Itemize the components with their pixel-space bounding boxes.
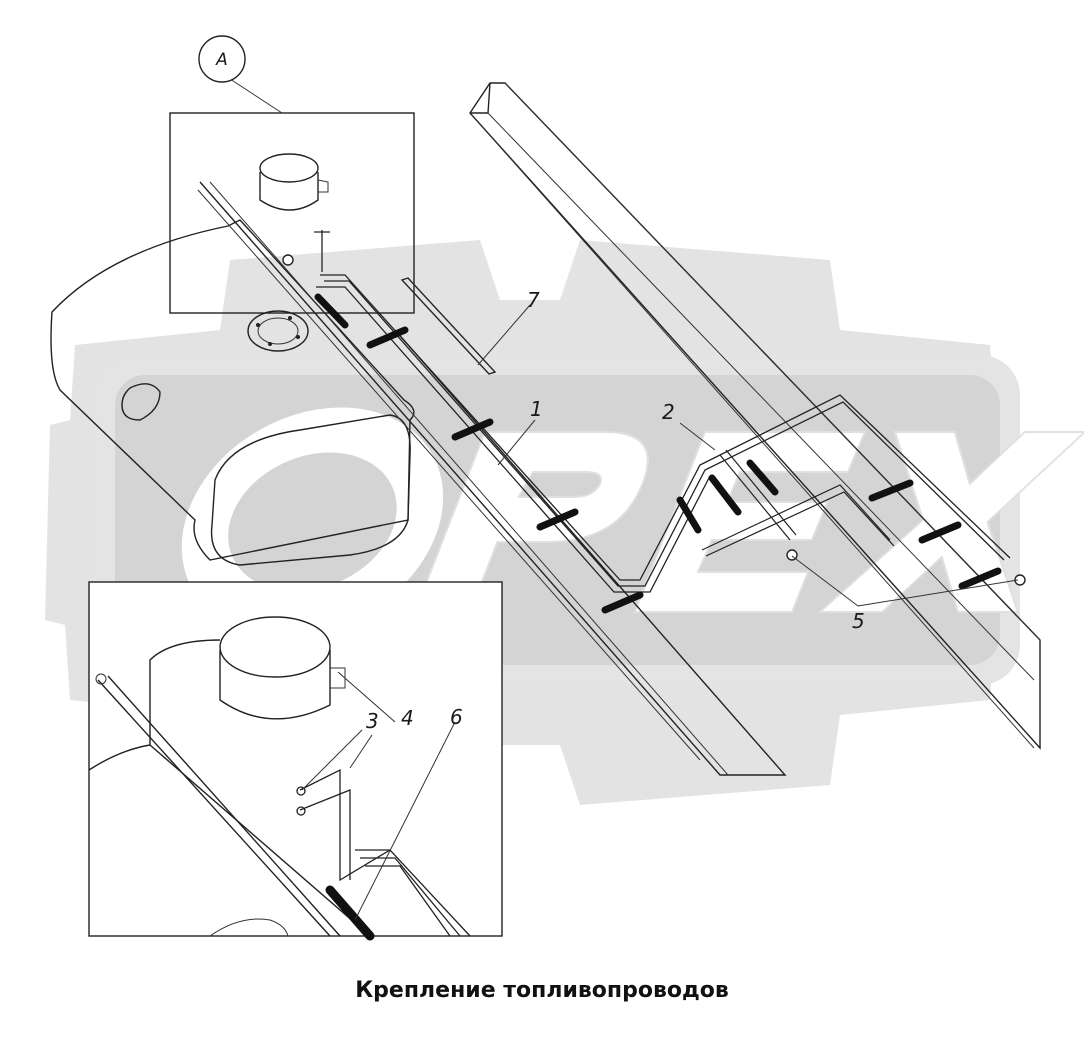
fuel-line-2	[701, 449, 895, 557]
callout-1: 1	[530, 397, 543, 421]
clips	[314, 293, 1002, 614]
tank-oval-cutout	[210, 414, 411, 566]
diagram-caption: Крепление топливопроводов	[355, 978, 729, 1003]
view-label: А	[215, 50, 228, 70]
clip	[536, 508, 579, 531]
clip	[708, 474, 742, 516]
clip-6	[325, 885, 375, 941]
fitting	[282, 254, 294, 266]
clip	[366, 326, 409, 349]
clip	[451, 418, 494, 441]
fuel-sender-flange	[247, 310, 309, 352]
view-label-circle	[198, 35, 246, 83]
tank-bracket	[197, 181, 787, 776]
clip	[868, 479, 914, 502]
fuel-tank	[50, 219, 415, 566]
clip	[958, 567, 1002, 590]
detail-view-lower	[88, 581, 503, 941]
bracket-3	[296, 768, 391, 882]
detail-view-a-upper: А	[169, 35, 415, 314]
clip	[601, 591, 644, 614]
callout-3: 3	[366, 709, 379, 733]
clip	[746, 459, 779, 496]
callouts: 1 2 3 4 5 6 7	[366, 288, 865, 733]
callout-4: 4	[401, 706, 414, 730]
callout-2: 2	[662, 400, 675, 424]
fuel-filter-upper	[259, 153, 329, 211]
fuel-lines	[314, 230, 1011, 593]
clip	[676, 496, 702, 534]
callout-6: 6	[450, 705, 463, 729]
tank-drain-opening	[121, 383, 161, 421]
leader-lines	[301, 304, 1019, 921]
clip	[314, 293, 349, 329]
frame-rail	[469, 82, 1041, 750]
clip	[918, 521, 962, 544]
callout-5: 5	[852, 609, 865, 633]
callout-7: 7	[527, 288, 540, 312]
strap-7	[400, 277, 497, 375]
